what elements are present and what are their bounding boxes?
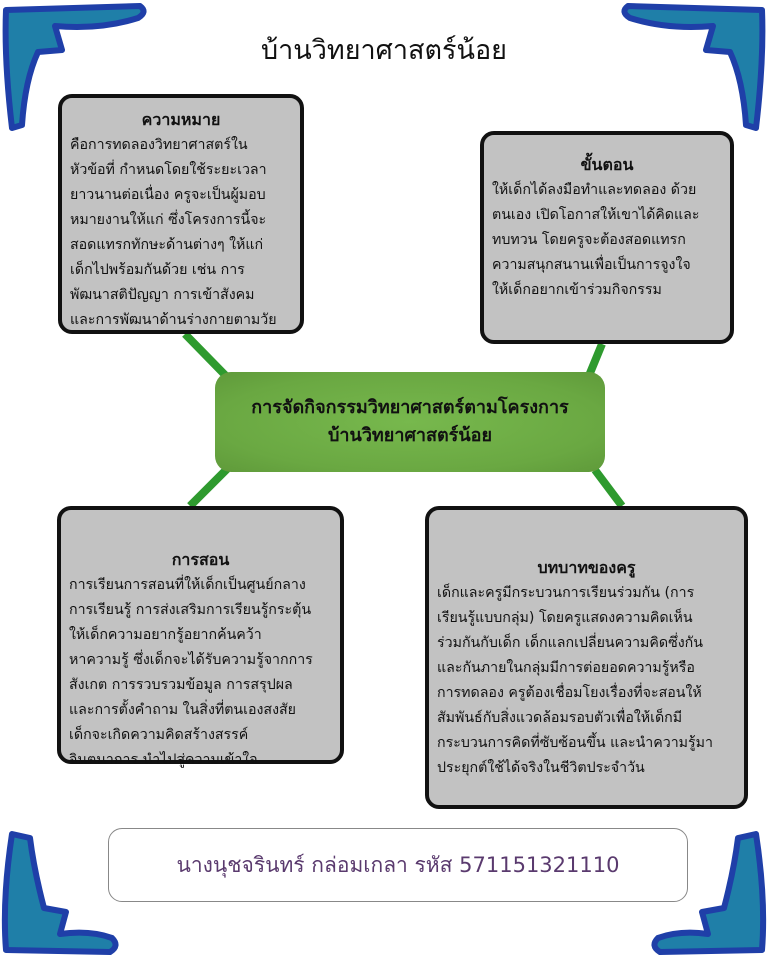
card-line: สัมพันธ์กับสิ่งแวดล้อมรอบตัวเพื่อให้เด็ก… [437, 710, 683, 726]
card-line: และการตั้งคำถาม ในสิ่งที่ตนเองสงสัย [69, 702, 296, 718]
author-footer: นางนุชจรินทร์ กล่อมเกลา รหัส 57115132111… [108, 828, 688, 902]
card-line: ประยุกต์ใช้ได้จริงในชีวิตประจำวัน [437, 760, 645, 776]
connector-teaching [187, 465, 231, 509]
card-line: และการพัฒนาด้านร่างกายตามวัย [70, 312, 277, 328]
connector-teacher-role [591, 467, 626, 509]
card-line: ให้เด็กได้ลงมือทำและทดลอง ด้วย [492, 182, 697, 198]
card-line: หมายงานให้แก่ ซึ่งโครงการนี้จะ [70, 212, 267, 228]
card-line: การเรียนการสอนที่ให้เด็กเป็นศูนย์กลาง [69, 577, 306, 593]
card-line: เด็กและครูมีกระบวนการเรียนร่วมกัน (การ [437, 585, 695, 601]
card-line: การเรียนรู้ การส่งเสริมการเรียนรู้กระตุ้… [69, 602, 312, 618]
card-line: พัฒนาสติปัญญา การเข้าสังคม [70, 287, 255, 303]
card-line: จินตนาการ นำไปสู่ความเข้าใจ [69, 752, 258, 768]
card-line: สังเกต การรวบรวมข้อมูล การสรุปผล [69, 677, 293, 693]
card-line: ความสนุกสนานเพื่อเป็นการจูงใจ [492, 257, 691, 273]
page-title: บ้านวิทยาศาสตร์น้อย [260, 35, 507, 66]
card-line: หัวข้อที่ กำหนดโดยใช้ระยะเวลา [70, 162, 267, 178]
card-line: กระบวนการคิดที่ซับซ้อนขึ้น และนำความรู้ม… [437, 735, 713, 751]
card-line: เด็กจะเกิดความคิดสร้างสรรค์ [69, 727, 249, 743]
card-line: การทดลอง ครูต้องเชื่อมโยงเรื่องที่จะสอนใ… [437, 685, 702, 701]
card-line: ยาวนานต่อเนื่อง ครูจะเป็นผู้มอบ [70, 187, 266, 203]
card-heading: ขั้นตอน [580, 155, 634, 174]
corner-ornament-top-left [2, 3, 147, 131]
connector-meaning [182, 331, 231, 381]
card-line: เรียนรู้แบบกลุ่ม) โดยครูแสดงความคิดเห็น [437, 610, 693, 626]
card-meaning: ความหมาย คือการทดลองวิทยาศาสตร์ใน หัวข้อ… [58, 94, 304, 334]
card-line: ทบทวน โดยครูจะต้องสอดแทรก [492, 232, 686, 248]
card-heading: บทบาทของครู [537, 558, 636, 577]
card-line: คือการทดลองวิทยาศาสตร์ใน [70, 137, 248, 153]
card-heading: ความหมาย [141, 110, 221, 129]
card-line: ให้เด็กอยากเข้าร่วมกิจกรรม [492, 282, 662, 298]
card-heading: การสอน [171, 550, 230, 569]
center-topic-line: บ้านวิทยาศาสตร์น้อย [327, 425, 492, 446]
card-line: ให้เด็กความอยากรู้อยากค้นคว้า [69, 627, 262, 643]
corner-ornament-top-right [621, 3, 766, 131]
card-line: ร่วมกันกับเด็ก เด็กแลกเปลี่ยนความคิดซึ่ง… [437, 635, 703, 651]
card-line: สอดแทรกทักษะด้านต่างๆ ให้แก่ [70, 237, 264, 253]
card-teacher-role: บทบาทของครู เด็กและครูมีกระบวนการเรียนร่… [425, 506, 748, 809]
corner-ornament-bottom-left [1, 831, 119, 955]
card-line: เด็กไปพร้อมกันด้วย เช่น การ [70, 262, 245, 278]
center-topic-line: การจัดกิจกรรมวิทยาศาสตร์ตามโครงการ [251, 397, 569, 418]
card-steps: ขั้นตอน ให้เด็กได้ลงมือทำและทดลอง ด้วย ต… [480, 131, 734, 344]
corner-ornament-bottom-right [651, 831, 767, 955]
card-line: หาความรู้ ซึ่งเด็กจะได้รับความรู้จากการ [69, 652, 313, 668]
center-topic: การจัดกิจกรรมวิทยาศาสตร์ตามโครงการ บ้านว… [215, 372, 605, 472]
card-line: และกันภายในกลุ่มมีการต่อยอดความรู้หรือ [437, 660, 695, 676]
card-teaching: การสอน การเรียนการสอนที่ให้เด็กเป็นศูนย์… [57, 506, 344, 768]
card-line: ตนเอง เปิดโอกาสให้เขาได้คิดและ [492, 207, 700, 223]
